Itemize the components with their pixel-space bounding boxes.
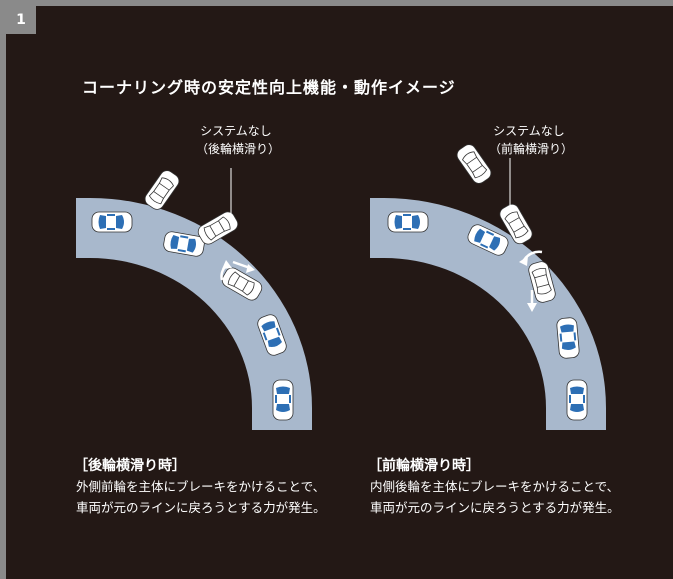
left-caption-line1: 外側前輪を主体にブレーキをかけることで、 [76, 479, 326, 494]
left-caption-body: 外側前輪を主体にブレーキをかけることで、 車両が元のラインに戻ろうとする力が発生… [76, 476, 326, 518]
right-road [370, 198, 606, 430]
figure-title: コーナリング時の安定性向上機能・動作イメージ [82, 78, 456, 97]
right-caption-line2: 車両が元のラインに戻ろうとする力が発生。 [370, 500, 620, 515]
left-car-5 [272, 379, 294, 421]
right-car-spinout-top [453, 141, 495, 187]
right-callout-line1: システムなし [493, 124, 565, 138]
right-caption-body: 内側後輪を主体にブレーキをかけることで、 車両が元のラインに戻ろうとする力が発生… [370, 476, 620, 518]
left-road [76, 198, 312, 430]
right-car-5 [566, 379, 588, 421]
right-yaw-arrowhead [519, 256, 528, 266]
left-car-1 [91, 211, 133, 233]
left-yaw-arrowhead [222, 260, 232, 269]
left-caption-heading: ［後輪横滑り時］ [74, 458, 186, 474]
left-callout: システムなし （後輪横滑り） [196, 122, 281, 158]
right-car-4 [555, 316, 581, 360]
right-caption-heading: ［前輪横滑り時］ [368, 458, 480, 474]
right-force-arrowhead [527, 303, 537, 312]
right-callout-line2: （前輪横滑り） [489, 142, 574, 156]
right-caption-line1: 内側後輪を主体にブレーキをかけることで、 [370, 479, 620, 494]
left-caption-line2: 車両が元のラインに戻ろうとする力が発生。 [76, 500, 326, 515]
left-force-arrow [232, 260, 251, 270]
left-force-arrowhead [246, 264, 255, 273]
left-callout-line2: （後輪横滑り） [196, 142, 281, 156]
right-car-1 [387, 211, 429, 233]
left-callout-line1: システムなし [200, 124, 272, 138]
right-callout: システムなし （前輪横滑り） [489, 122, 574, 158]
figure-number-badge: 1 [6, 6, 36, 34]
